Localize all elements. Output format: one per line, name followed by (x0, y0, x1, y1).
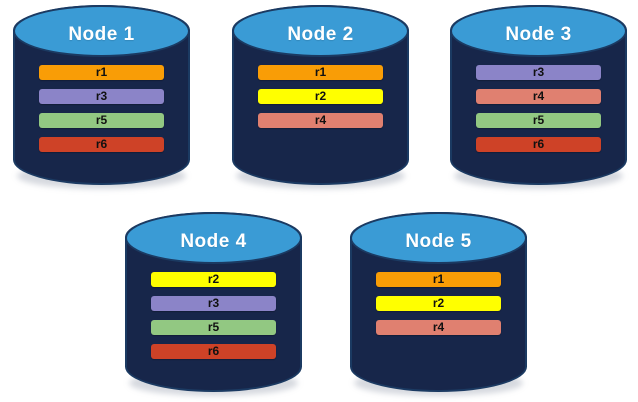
record-bar[interactable]: r4 (258, 113, 383, 128)
node-title: Node 4 (180, 231, 247, 252)
record-bar[interactable]: r2 (376, 296, 501, 311)
record-bar[interactable]: r1 (39, 65, 164, 80)
record-bar[interactable]: r6 (151, 344, 276, 359)
record-bar[interactable]: r2 (151, 272, 276, 287)
node-2[interactable]: Node 2 r1 r2 r4 (232, 5, 409, 189)
cylinder-top-disc (13, 5, 190, 58)
record-list: r1 r2 r4 (350, 272, 527, 335)
cylinder-top-disc (232, 5, 409, 58)
record-bar[interactable]: r3 (151, 296, 276, 311)
record-bar[interactable]: r2 (258, 89, 383, 104)
node-title: Node 2 (287, 24, 354, 45)
record-bar[interactable]: r6 (39, 137, 164, 152)
record-bar[interactable]: r3 (39, 89, 164, 104)
record-bar[interactable]: r6 (476, 137, 601, 152)
record-bar[interactable]: r4 (476, 89, 601, 104)
record-list: r2 r3 r5 r6 (125, 272, 302, 359)
record-bar[interactable]: r1 (376, 272, 501, 287)
cylinder-top-disc (450, 5, 627, 58)
record-bar[interactable]: r5 (39, 113, 164, 128)
node-4[interactable]: Node 4 r2 r3 r5 r6 (125, 212, 302, 396)
node-title: Node 5 (405, 231, 472, 252)
cylinder-top-disc (350, 212, 527, 265)
node-5[interactable]: Node 5 r1 r2 r4 (350, 212, 527, 396)
node-title: Node 1 (68, 24, 135, 45)
node-1[interactable]: Node 1 r1 r3 r5 r6 (13, 5, 190, 189)
node-title: Node 3 (505, 24, 572, 45)
record-list: r1 r2 r4 (232, 65, 409, 128)
record-list: r3 r4 r5 r6 (450, 65, 627, 152)
record-bar[interactable]: r5 (151, 320, 276, 335)
record-bar[interactable]: r5 (476, 113, 601, 128)
record-bar[interactable]: r4 (376, 320, 501, 335)
node-3[interactable]: Node 3 r3 r4 r5 r6 (450, 5, 627, 189)
record-bar[interactable]: r3 (476, 65, 601, 80)
record-bar[interactable]: r1 (258, 65, 383, 80)
record-list: r1 r3 r5 r6 (13, 65, 190, 152)
cylinder-top-disc (125, 212, 302, 265)
